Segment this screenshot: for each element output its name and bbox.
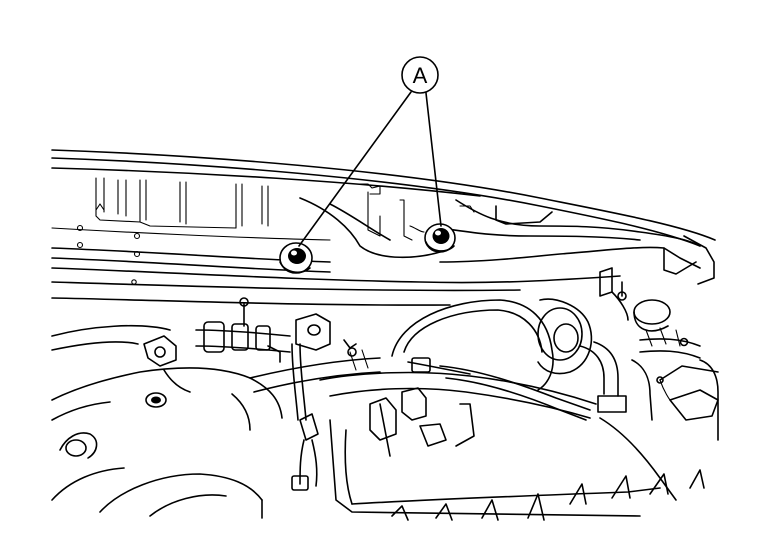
cowl-top-panel: [51, 149, 716, 306]
callout-label: A: [413, 63, 428, 88]
hose-assembly: [195, 297, 357, 491]
brake-booster: [391, 267, 671, 391]
callout-a: A: [298, 56, 442, 247]
callout-circle: [401, 56, 439, 94]
bolt-right: [424, 223, 456, 253]
bolt-left: [279, 242, 313, 274]
mounting-bracket: [299, 183, 715, 285]
leader-line-left: [298, 91, 412, 247]
leader-line-right: [425, 92, 442, 227]
brake-lines: [579, 327, 719, 441]
wiring-harness: [249, 349, 591, 421]
cowl-grille: [51, 177, 331, 285]
engine-cover-left: [51, 324, 283, 519]
